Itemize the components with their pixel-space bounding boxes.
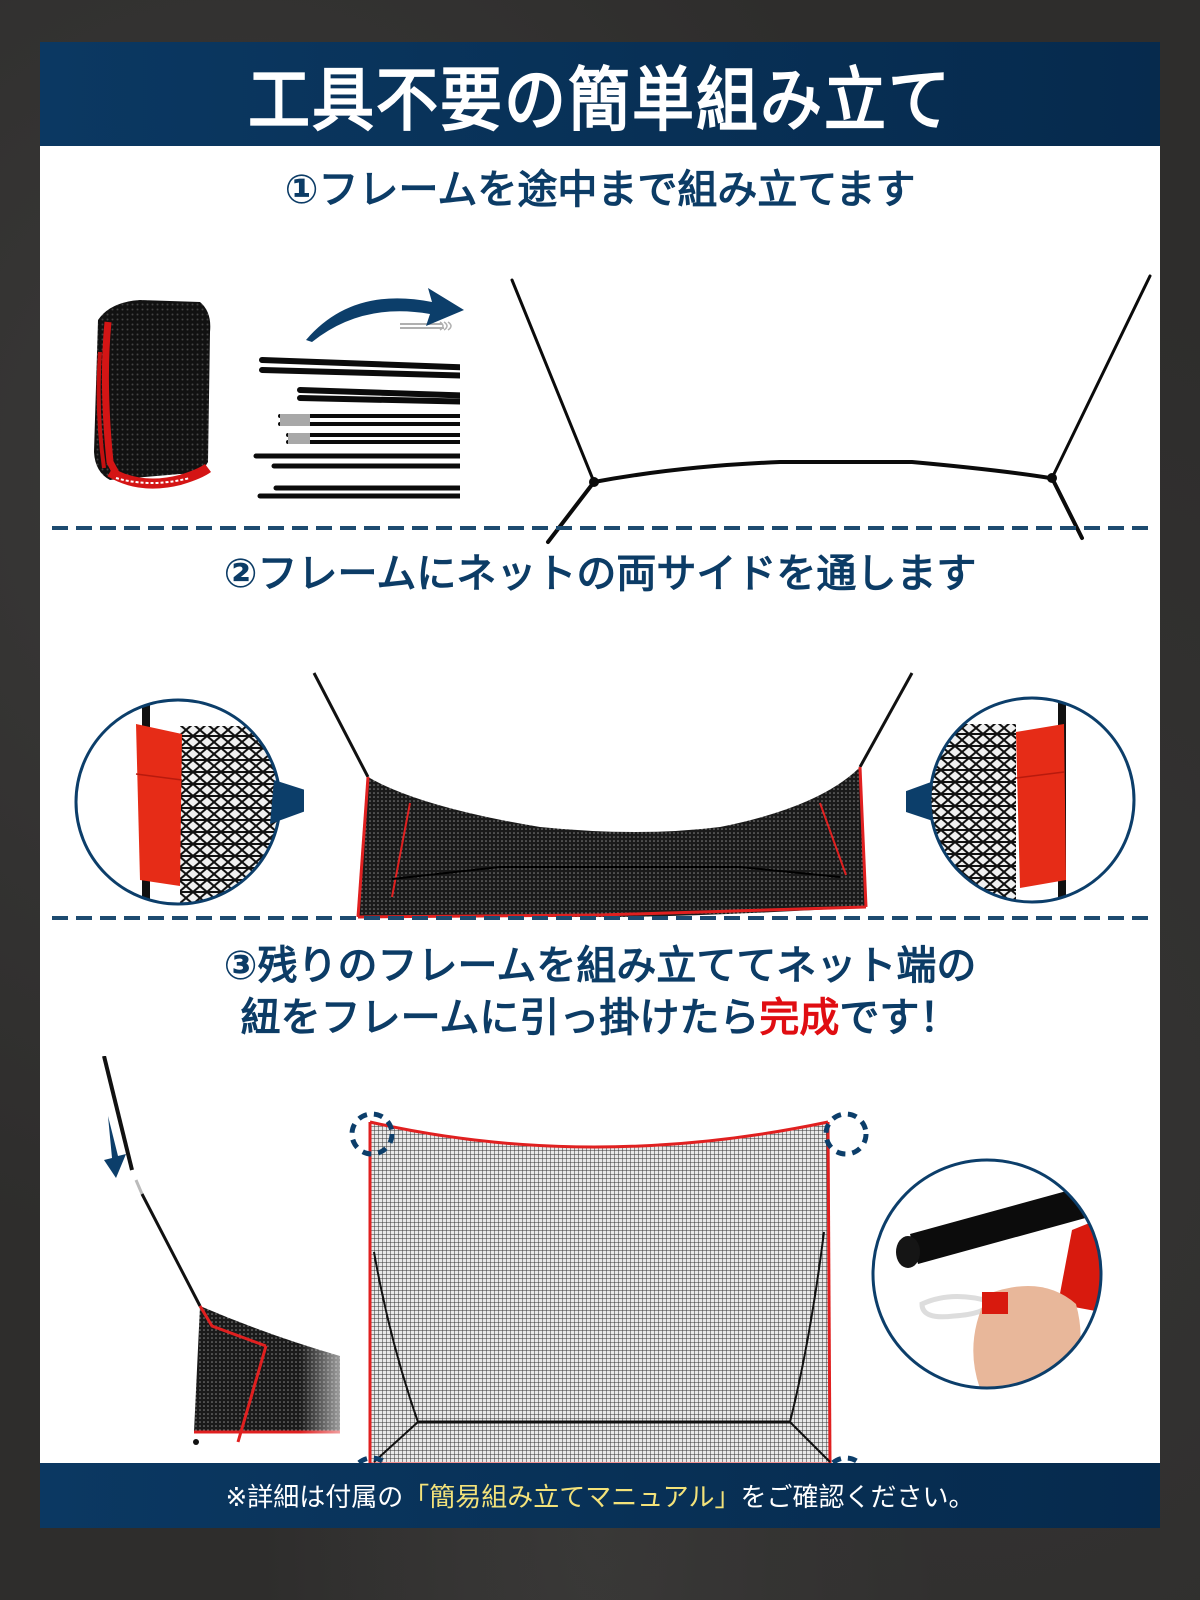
- section-divider-1: [52, 526, 1148, 530]
- step-3-line-1: ③残りのフレームを組み立ててネット端の: [40, 940, 1160, 992]
- manual-highlight: 「簡易組み立てマニュアル」: [403, 1483, 741, 1513]
- zoom-circle-right-sleeve: [906, 692, 1138, 908]
- completed-net-image: [330, 1082, 910, 1502]
- zoom-circle-left-sleeve: [74, 694, 304, 910]
- step-3-text-line-2-prefix: 紐をフレームに引っ掛けたら: [240, 995, 760, 1041]
- net-on-frame-partial-image: [300, 667, 930, 943]
- step-2-heading: ②フレームにネットの両サイドを通します: [40, 548, 1160, 600]
- step-3-complete-accent: 完成: [759, 995, 840, 1041]
- partial-frame-image: [500, 270, 1160, 550]
- dashed-circle-top-left: [349, 1111, 395, 1157]
- step-3-line-2: 紐をフレームに引っ掛けたら完成です！: [40, 992, 1160, 1044]
- footer-note: ※詳細は付属の「簡易組み立てマニュアル」をご確認ください。: [40, 1463, 1160, 1528]
- step-3-text-line-2-suffix: です！: [839, 995, 960, 1041]
- step-1-number: ①: [284, 167, 319, 213]
- dashed-circle-top-right: [823, 1111, 869, 1157]
- step-3-number: ③: [223, 943, 258, 989]
- arrow-curved-right-icon: [302, 280, 467, 344]
- zoom-circle-loop-hook: [862, 1154, 1112, 1394]
- step-1-heading: ①フレームを途中まで組み立てます: [40, 164, 1160, 216]
- step-3-text-line-1: 残りのフレームを組み立ててネット端の: [257, 943, 977, 989]
- step-2-text: フレームにネットの両サイドを通します: [257, 551, 977, 597]
- title-bar: 工具不要の簡単組み立て: [40, 42, 1160, 146]
- instruction-card: 工具不要の簡単組み立て ①フレームを途中まで組み立てます: [40, 42, 1160, 1528]
- footer-suffix: をご確認ください。: [740, 1483, 975, 1513]
- section-divider-2: [52, 916, 1148, 920]
- step-3-heading: ③残りのフレームを組み立ててネット端の 紐をフレームに引っ掛けたら完成です！: [40, 940, 1160, 1044]
- footer-prefix: ※詳細は付属の: [225, 1483, 404, 1513]
- pole-insert-image: [70, 1056, 370, 1456]
- page-title: 工具不要の簡単組み立て: [247, 59, 952, 142]
- step-2-number: ②: [223, 551, 258, 597]
- folded-net-and-poles-image: [80, 292, 460, 532]
- step-1-text: フレームを途中まで組み立てます: [318, 167, 916, 213]
